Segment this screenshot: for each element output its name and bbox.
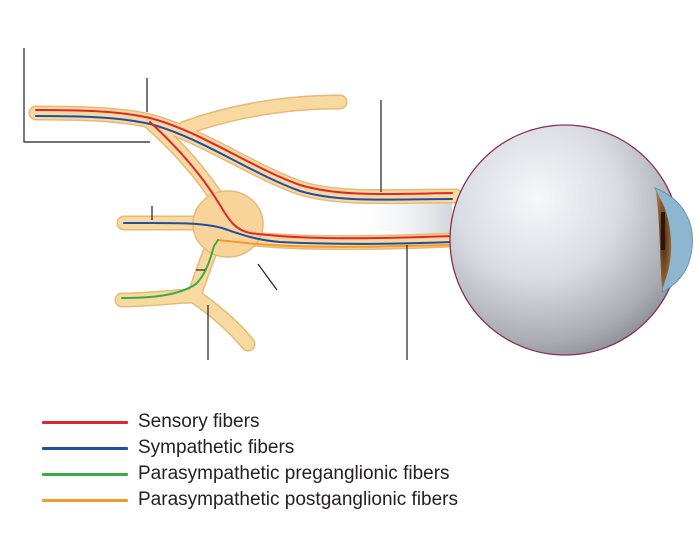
legend-swatch-parasympathetic-preganglionic [42, 473, 128, 476]
parasympathetic-preganglionic-fiber [121, 239, 219, 299]
legend-label-sympathetic: Sympathetic fibers [138, 437, 295, 458]
parasympathetic-postganglionic-fiber [217, 239, 453, 248]
pupil [661, 212, 665, 250]
legend-item-sympathetic: Sympathetic fibers [42, 436, 662, 462]
legend-item-parasympathetic-postganglionic: Parasympathetic postganglionic fibers [42, 488, 662, 514]
legend-swatch-parasympathetic-postganglionic [42, 499, 128, 502]
sympathetic-fiber-upper [35, 115, 453, 201]
fiber-lines [35, 109, 453, 299]
legend-label-sensory: Sensory fibers [138, 411, 260, 432]
legend-label-parasympathetic-postganglionic: Parasympathetic postganglionic fibers [138, 489, 459, 510]
sympathetic-fiber-branch [123, 221, 453, 245]
sensory-fiber-branch [149, 121, 453, 240]
legend: Sensory fibers Sympathetic fibers Parasy… [42, 410, 662, 514]
leader-line-root [23, 48, 150, 143]
legend-label-parasympathetic-preganglionic: Parasympathetic preganglionic fibers [138, 463, 450, 484]
legend-item-sensory: Sensory fibers [42, 410, 662, 436]
sensory-fiber-upper [35, 109, 453, 196]
leader-lines [23, 48, 408, 360]
leader-line-ganglion [257, 263, 278, 291]
legend-swatch-sympathetic [42, 447, 128, 450]
eyeball-icon [449, 124, 694, 356]
legend-swatch-sensory [42, 421, 128, 424]
legend-item-parasympathetic-preganglionic: Parasympathetic preganglionic fibers [42, 462, 662, 488]
